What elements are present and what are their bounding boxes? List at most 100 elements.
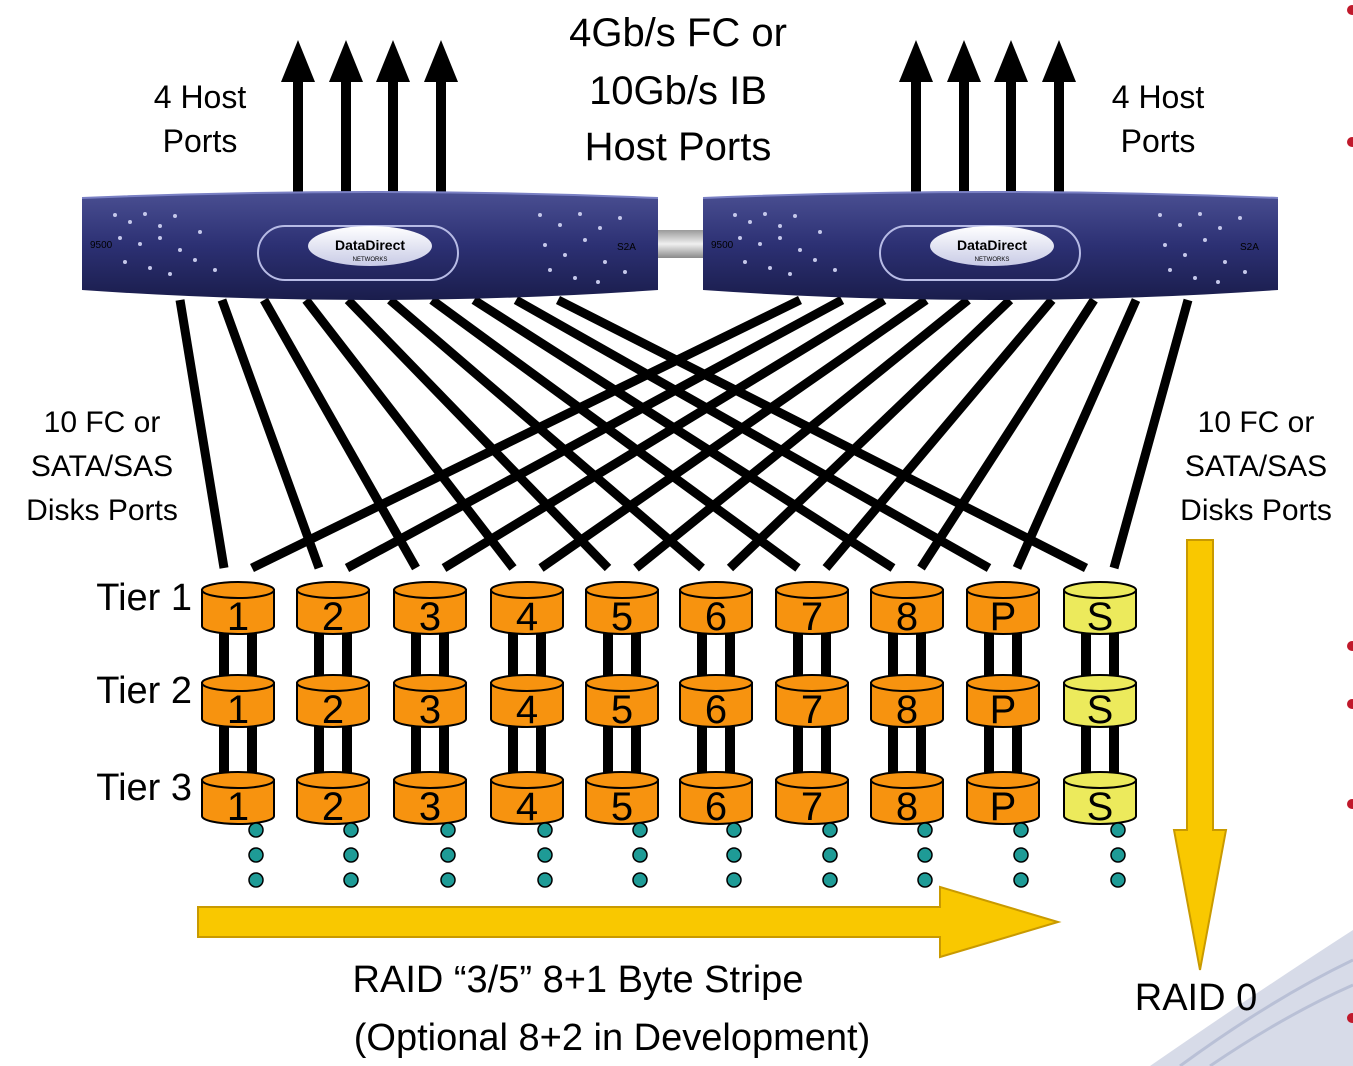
tier-connector bbox=[697, 630, 707, 679]
continuation-dot bbox=[822, 847, 838, 863]
continuation-dot bbox=[726, 872, 742, 888]
continuation-dots bbox=[248, 822, 1126, 888]
tier-connectors bbox=[219, 630, 1119, 776]
disk-tier-3-1: 1 bbox=[201, 771, 275, 829]
disk-ports-right-line-1: 10 FC or bbox=[1198, 406, 1315, 439]
continuation-dot bbox=[917, 872, 933, 888]
continuation-dot bbox=[1013, 847, 1029, 863]
controller-left-vent-dots bbox=[113, 212, 627, 284]
tier-connector bbox=[314, 630, 324, 679]
disk-ports-left-label: 10 FC or SATA/SAS Disks Ports bbox=[26, 406, 178, 527]
continuation-dot bbox=[440, 822, 456, 838]
continuation-dot bbox=[1110, 872, 1126, 888]
disk-label: S bbox=[1087, 595, 1114, 639]
host-port-arrow bbox=[947, 40, 981, 198]
cable-right-controller bbox=[1012, 298, 1141, 570]
tier-connector bbox=[219, 723, 229, 776]
host-port-arrow bbox=[1042, 40, 1076, 198]
cable-right-controller bbox=[917, 297, 1098, 571]
cable-left-controller bbox=[471, 296, 896, 572]
host-ports-left-line-2: Ports bbox=[163, 123, 238, 159]
disk-label: P bbox=[990, 785, 1017, 829]
tier-connector bbox=[631, 630, 641, 679]
cable-left-controller bbox=[555, 295, 1089, 573]
host-port-arrow bbox=[994, 40, 1028, 198]
disk-tier-1-7: 7 bbox=[775, 581, 849, 639]
cable-left-controller bbox=[429, 296, 801, 572]
tier-3-label: Tier 3 bbox=[96, 767, 192, 809]
raid0-label: RAID 0 bbox=[1135, 977, 1257, 1019]
continuation-dot bbox=[537, 822, 553, 838]
disk-label: 5 bbox=[611, 595, 633, 639]
continuation-dot bbox=[1013, 872, 1029, 888]
disk-tier-3-S: S bbox=[1063, 771, 1137, 829]
tier-connector bbox=[342, 723, 352, 776]
tier-connector bbox=[508, 723, 518, 776]
tier-connector bbox=[342, 630, 352, 679]
controller-left-brand-sub: NETWORKS bbox=[353, 257, 388, 263]
tier-connector bbox=[536, 723, 546, 776]
tier-connector bbox=[725, 723, 735, 776]
disk-label: 1 bbox=[227, 688, 249, 732]
disk-label: S bbox=[1087, 785, 1114, 829]
tier-connector bbox=[314, 723, 324, 776]
disk-label: 5 bbox=[611, 785, 633, 829]
tier-connector bbox=[888, 723, 898, 776]
continuation-dot bbox=[440, 872, 456, 888]
host-ports-title-line-1: 4Gb/s FC or bbox=[569, 11, 787, 55]
tier-connector bbox=[793, 630, 803, 679]
disk-tier-1-4: 4 bbox=[490, 581, 564, 639]
disk-label: 1 bbox=[227, 595, 249, 639]
host-port-arrow bbox=[424, 40, 458, 198]
tier-connector bbox=[793, 723, 803, 776]
disk-tier-1-S: S bbox=[1063, 581, 1137, 639]
disk-label: 6 bbox=[705, 785, 727, 829]
disk-label: S bbox=[1087, 688, 1114, 732]
continuation-dot bbox=[343, 847, 359, 863]
disk-label: P bbox=[990, 688, 1017, 732]
continuation-dot bbox=[537, 872, 553, 888]
disk-tier-1-1: 1 bbox=[201, 581, 275, 639]
cable-left-controller bbox=[260, 297, 420, 571]
disk-tier-2-3: 3 bbox=[393, 674, 467, 732]
disk-ports-left-line-3: Disks Ports bbox=[26, 494, 178, 527]
continuation-dot bbox=[632, 872, 648, 888]
tier-connector bbox=[1081, 723, 1091, 776]
disk-tier-2-1: 1 bbox=[201, 674, 275, 732]
disk-tier-3-6: 6 bbox=[679, 771, 753, 829]
disk-label: 7 bbox=[801, 688, 823, 732]
tier-connector bbox=[916, 723, 926, 776]
cable-right-controller bbox=[822, 297, 1056, 571]
continuation-dot bbox=[917, 822, 933, 838]
cable-right-controller bbox=[726, 296, 1014, 572]
continuation-dot bbox=[917, 847, 933, 863]
cable-right-controller bbox=[1109, 298, 1193, 570]
tier-connector bbox=[888, 630, 898, 679]
controller-right-brand-sub: NETWORKS bbox=[975, 257, 1010, 263]
controller-right: DataDirect NETWORKS 9500 S2A bbox=[702, 191, 1279, 300]
continuation-dot bbox=[1110, 847, 1126, 863]
disk-tier-2-5: 5 bbox=[585, 674, 659, 732]
continuation-dot bbox=[248, 872, 264, 888]
host-ports-title: 4Gb/s FC or 10Gb/s IB Host Ports bbox=[569, 11, 787, 169]
continuation-dot bbox=[726, 822, 742, 838]
disk-tier-1-P: P bbox=[966, 581, 1040, 639]
tier-1-label: Tier 1 bbox=[96, 577, 192, 619]
continuation-dot bbox=[726, 847, 742, 863]
tier-connector bbox=[1012, 630, 1022, 679]
disk-label: 2 bbox=[322, 688, 344, 732]
continuation-dot bbox=[1013, 822, 1029, 838]
host-ports-right-line-2: Ports bbox=[1121, 123, 1196, 159]
disk-port-cables bbox=[175, 295, 1193, 573]
cable-right-controller bbox=[250, 295, 802, 573]
tier-connector bbox=[821, 630, 831, 679]
continuation-dot bbox=[632, 847, 648, 863]
tier-connector bbox=[439, 723, 449, 776]
disk-label: 4 bbox=[516, 785, 538, 829]
disk-label: 7 bbox=[801, 785, 823, 829]
tier-connector bbox=[1081, 630, 1091, 679]
controller-left-model: 9500 bbox=[90, 240, 113, 251]
controller-right-vent-dots bbox=[733, 212, 1247, 284]
tier-connector bbox=[984, 630, 994, 679]
host-port-arrow bbox=[376, 40, 410, 198]
